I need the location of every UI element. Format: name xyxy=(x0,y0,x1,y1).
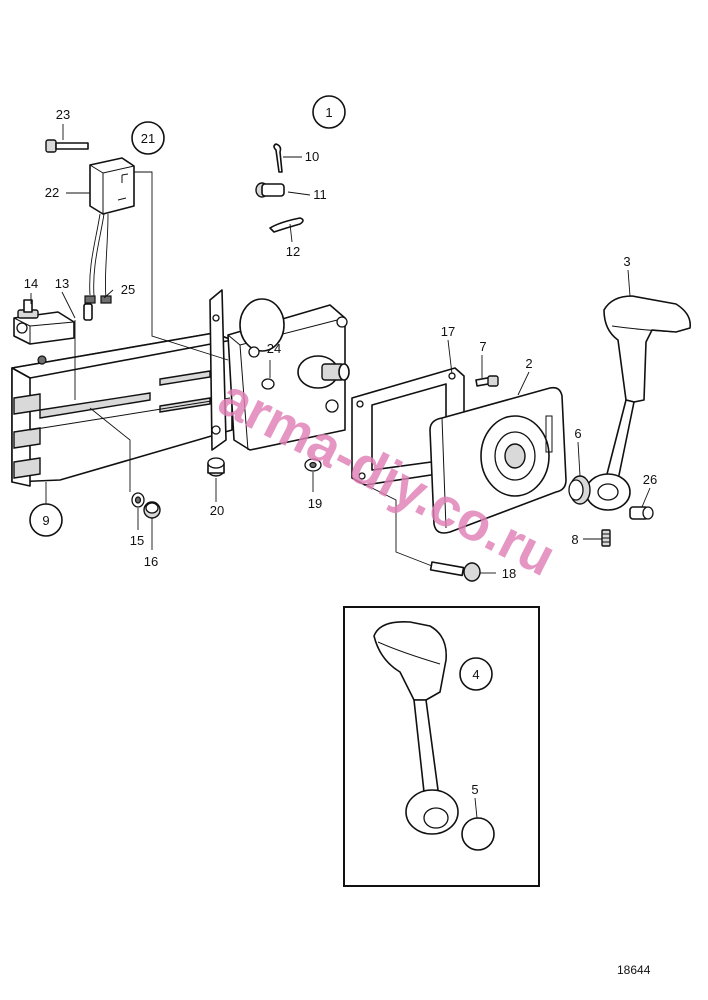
part-8-set-screw xyxy=(601,529,611,547)
callout-15: 15 xyxy=(130,533,144,548)
inset-box-part-4 xyxy=(343,606,540,887)
callout-24: 24 xyxy=(267,341,281,356)
part-26-cap xyxy=(629,506,654,520)
part-11-clevis-pin xyxy=(255,182,285,198)
leader-lines xyxy=(30,124,651,819)
part-9-mounting-rail xyxy=(11,332,233,487)
callout-20: 20 xyxy=(210,503,224,518)
svg-text:4: 4 xyxy=(472,667,479,682)
part-19-washer xyxy=(304,458,322,472)
part-21-group-line xyxy=(134,171,229,361)
part-14-screw xyxy=(17,299,39,319)
part-24-nut xyxy=(261,378,275,390)
part-18-screw xyxy=(429,561,481,582)
part-20-nut xyxy=(207,457,225,477)
part-15-washer xyxy=(131,492,145,508)
part-16-nut xyxy=(143,501,161,519)
callout-4: 4 xyxy=(459,657,493,691)
callout-7: 7 xyxy=(479,339,486,354)
callout-6: 6 xyxy=(574,426,581,441)
callout-23: 23 xyxy=(56,107,70,122)
callout-14: 14 xyxy=(24,276,38,291)
callout-19: 19 xyxy=(308,496,322,511)
callout-12: 12 xyxy=(286,244,300,259)
part-2-cover-panel xyxy=(429,386,567,534)
main-plate-assembly xyxy=(209,289,350,451)
svg-text:1: 1 xyxy=(325,105,332,120)
callout-1: 1 xyxy=(312,95,346,129)
callout-18: 18 xyxy=(502,566,516,581)
part-10-split-pin xyxy=(273,143,283,173)
reference-number: 18644 xyxy=(617,963,651,977)
part-23-bolt xyxy=(45,139,89,153)
svg-text:21: 21 xyxy=(141,131,155,146)
part-3-lever-handle xyxy=(585,295,692,511)
callout-11: 11 xyxy=(313,187,327,202)
callout-5: 5 xyxy=(471,782,478,797)
callout-8: 8 xyxy=(571,532,578,547)
callout-25: 25 xyxy=(121,282,135,297)
part-25-wiring xyxy=(83,213,112,321)
callout-17: 17 xyxy=(441,324,455,339)
part-13-bracket xyxy=(13,311,75,345)
part-6-bushing xyxy=(568,475,591,505)
callout-22: 22 xyxy=(45,185,59,200)
svg-text:9: 9 xyxy=(42,513,49,528)
callout-16: 16 xyxy=(144,554,158,569)
callout-2: 2 xyxy=(525,356,532,371)
callout-21: 21 xyxy=(131,121,165,155)
callout-26: 26 xyxy=(643,472,657,487)
callout-9: 9 xyxy=(29,503,63,537)
part-12-hairpin-clip xyxy=(269,217,304,233)
callout-3: 3 xyxy=(623,254,630,269)
callout-10: 10 xyxy=(305,149,319,164)
part-7-screw xyxy=(475,375,499,387)
part-22-control-box xyxy=(89,157,135,215)
callout-13: 13 xyxy=(55,276,69,291)
